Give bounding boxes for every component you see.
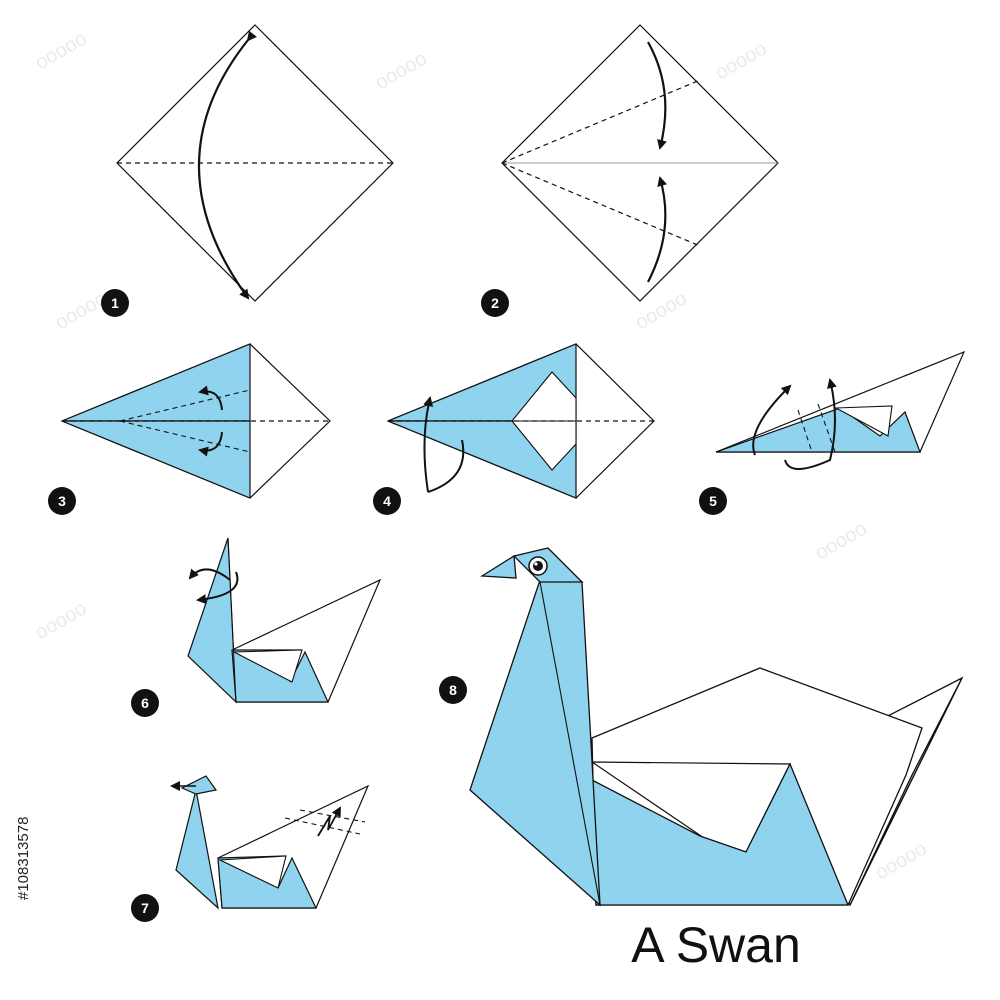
svg-text:ooooo: ooooo <box>32 27 91 74</box>
valley-fold-line <box>299 809 366 823</box>
step-number-5: 5 <box>709 493 717 509</box>
white-wing-inner <box>217 855 287 889</box>
fold-arrow-icon <box>198 385 223 411</box>
neck-crease <box>227 537 237 703</box>
step-number-1: 1 <box>111 295 119 311</box>
tail-back-blue <box>849 677 963 906</box>
svg-text:ooooo: ooooo <box>712 37 771 84</box>
fold-arrow-icon <box>198 431 223 457</box>
valley-fold-line <box>119 420 251 453</box>
zigzag-fold-arrow-icon <box>317 806 341 837</box>
step-1: 1 <box>101 24 394 317</box>
fold-arrow-icon <box>647 176 668 283</box>
step-7: 7 <box>131 775 370 922</box>
valley-fold-line <box>119 389 251 422</box>
step-badge-8 <box>439 676 467 704</box>
step-badge-7 <box>131 894 159 922</box>
step-badge-4 <box>373 487 401 515</box>
eye-icon <box>528 556 548 576</box>
step-number-6: 6 <box>141 695 149 711</box>
svg-text:ooooo: ooooo <box>32 597 91 644</box>
white-wing-inner <box>833 405 893 437</box>
step-number-4: 4 <box>383 493 391 509</box>
step-4: 4 <box>373 343 655 515</box>
neck-crease <box>539 581 601 906</box>
reverse-fold-arrow-icon <box>188 568 231 581</box>
step-number-2: 2 <box>491 295 499 311</box>
step-6: 6 <box>131 537 382 717</box>
step-badge-5 <box>699 487 727 515</box>
body-blue <box>591 762 849 906</box>
blue-body <box>715 407 921 453</box>
fold-arrow-icon <box>784 378 837 470</box>
valley-fold-line <box>284 817 361 835</box>
step-badge-1 <box>101 289 129 317</box>
step-number-8: 8 <box>449 682 457 698</box>
step-badge-2 <box>481 289 509 317</box>
mountain-fold-arrow-icon <box>427 439 465 493</box>
fold-arrow-icon <box>647 41 667 150</box>
diagram-title: A Swan <box>631 917 801 973</box>
head-blue <box>512 547 584 583</box>
white-wing-inner <box>231 649 303 683</box>
neck-blue <box>469 579 601 907</box>
swan-head-blue <box>180 775 218 795</box>
beak-blue <box>479 554 517 579</box>
step-5: 5 <box>699 350 966 515</box>
step-number-3: 3 <box>58 493 66 509</box>
step-badge-6 <box>131 689 159 717</box>
svg-text:ooooo: ooooo <box>812 517 871 564</box>
valley-fold-line <box>797 409 813 453</box>
fold-arrow-icon <box>197 30 257 300</box>
step-2: 2 <box>481 24 779 317</box>
mountain-fold-arrow-icon <box>423 396 434 493</box>
fold-arrow-icon <box>752 384 792 456</box>
swan-neck-blue <box>175 789 219 910</box>
reverse-fold-arrow-icon <box>196 571 239 605</box>
step-badge-3 <box>48 487 76 515</box>
step-3: 3 <box>48 343 331 515</box>
step-number-7: 7 <box>141 900 149 916</box>
svg-text:ooooo: ooooo <box>372 47 431 94</box>
step-8: 8 <box>439 547 964 907</box>
svg-text:ooooo: ooooo <box>52 287 111 334</box>
stock-id: #108313578 <box>15 817 32 900</box>
